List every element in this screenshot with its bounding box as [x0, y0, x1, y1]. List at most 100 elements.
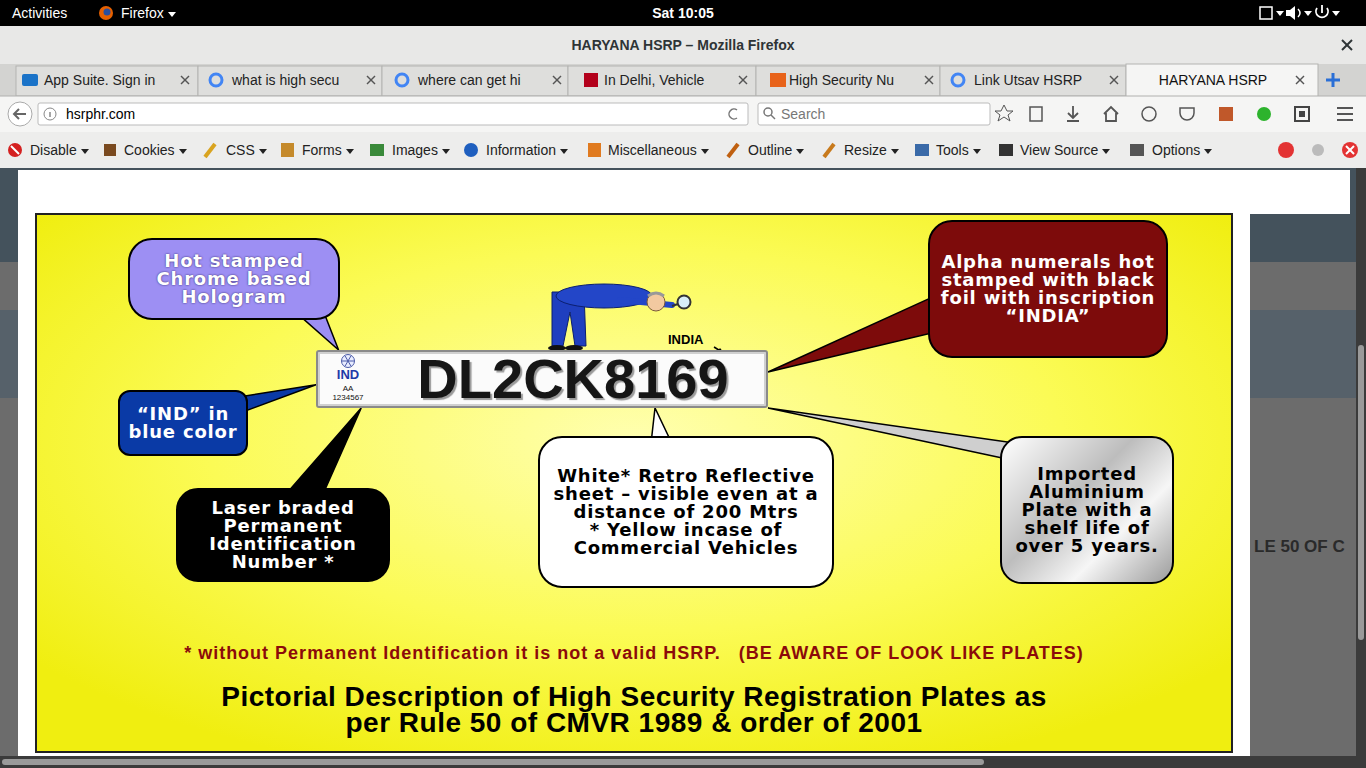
- sheet-callout: White* Retro Reflective sheet – visible …: [538, 436, 834, 588]
- toolbar-menu: Disable: [30, 141, 89, 159]
- scrollbars-part: [2, 759, 984, 765]
- top-bar-part: [1260, 7, 1272, 19]
- plate-code: AA: [328, 385, 368, 393]
- callout-text: Alpha numerals hot stamped with black fo…: [938, 253, 1158, 325]
- tab-strip-part-part: [181, 76, 189, 84]
- tab-strip-part-part: [739, 76, 747, 84]
- hologram-symbol: [336, 353, 360, 369]
- tab-title: App Suite. Sign in: [44, 71, 155, 89]
- scrollbars-part: [1358, 345, 1364, 640]
- developer-toolbar-part: [11, 146, 19, 154]
- navigation-bar-part: [49, 112, 51, 117]
- tab-strip-part-part: [739, 76, 747, 84]
- inspector-figure-part: [672, 304, 678, 306]
- search-placeholder: Search: [781, 105, 825, 123]
- developer-toolbar-part: [728, 144, 738, 157]
- inspector-figure-part: [678, 296, 691, 309]
- registration-number: DL2CK8169: [384, 352, 762, 406]
- inspector-figure-part: [647, 293, 665, 311]
- ind-callout: “IND” in blue color: [118, 390, 248, 456]
- callout-text: White* Retro Reflective sheet – visible …: [548, 467, 824, 521]
- scrollbars-part: [1356, 168, 1366, 756]
- navigation-bar-part: [1142, 107, 1156, 121]
- tab-strip-part: [396, 74, 408, 86]
- developer-toolbar-part: [370, 144, 384, 156]
- navigation-bar-part: [1257, 107, 1271, 121]
- navigation-bar-part: [1067, 106, 1079, 121]
- tab-strip-part: [770, 73, 786, 87]
- toolbar-menu: Forms: [302, 141, 354, 159]
- tab-strip-part-part: [181, 76, 189, 84]
- toolbar-menu: Options: [1152, 141, 1212, 159]
- navigation-bar-part: [0, 96, 1366, 132]
- hologram-symbol-part: [342, 355, 355, 368]
- navigation-bar-part: [1180, 108, 1194, 120]
- top-bar-part: [1321, 5, 1323, 13]
- tab-strip-part-part: [367, 76, 375, 84]
- navigation-bar-part: [38, 103, 748, 125]
- tab-strip-part-part: [367, 76, 375, 84]
- clock: Sat 10:05: [583, 4, 783, 22]
- tab-strip-part: [0, 64, 1366, 96]
- tab-strip-part: [568, 66, 756, 96]
- developer-toolbar-part: [104, 144, 116, 156]
- tab-strip-part: [181, 76, 1304, 84]
- title-bar-part: [1342, 40, 1352, 50]
- callout-text: Imported Aluminium Plate with a shelf li…: [1010, 465, 1164, 555]
- developer-toolbar-part: [824, 144, 834, 157]
- title-bar-part: [1342, 40, 1352, 50]
- tab-title: where can get hi: [418, 71, 521, 89]
- top-bar-part: [0, 0, 1366, 26]
- tab-strip-part: [210, 74, 222, 86]
- hologram-symbol-part: [348, 361, 354, 362]
- navigation-bar-part: [729, 109, 737, 119]
- top-bar-part: [1332, 11, 1340, 16]
- hologram-callout: Hot stamped Chrome based Hologram: [128, 238, 340, 320]
- validity-note: * without Permanent Identification it is…: [36, 644, 1232, 662]
- tab-strip-part-part: [1110, 76, 1118, 84]
- aluminium-callout: Imported Aluminium Plate with a shelf li…: [1000, 436, 1174, 584]
- window-title: HARYANA HSRP – Mozilla Firefox: [433, 36, 933, 54]
- toolbar-menu: Outline: [748, 141, 804, 159]
- developer-toolbar-part: [1346, 146, 1354, 154]
- toolbar-menu: Images: [392, 141, 450, 159]
- hologram-symbol-part: [342, 361, 348, 362]
- top-bar-part: [104, 9, 111, 16]
- navigation-bar-part: [771, 115, 775, 119]
- developer-toolbar-part: [1278, 142, 1294, 158]
- inscription-label: INDIA: [668, 331, 703, 349]
- page-backdrop: [0, 168, 1366, 756]
- tab-strip-part-part: [553, 76, 561, 84]
- tab-title: In Delhi, Vehicle: [604, 71, 704, 89]
- navigation-bar-part: [14, 109, 26, 119]
- yellow-panel: [36, 214, 1232, 752]
- developer-toolbar: [0, 132, 1366, 168]
- developer-toolbar-part: [588, 143, 601, 157]
- scrollbars: [0, 168, 1366, 768]
- top-bar-part: [1276, 11, 1284, 16]
- tab-strip-part: [1332, 73, 1335, 87]
- country-code: IND: [328, 368, 368, 381]
- tab-title: what is high secu: [232, 71, 339, 89]
- toolbar-menu: Cookies: [124, 141, 187, 159]
- hologram-symbol-part: [345, 361, 348, 366]
- title-bar-part: [0, 26, 1366, 64]
- title-bar: [0, 26, 1366, 64]
- page-backdrop-part: [0, 168, 1366, 756]
- tab-strip: [0, 64, 1366, 97]
- toolbar-menu: Information: [486, 141, 568, 159]
- developer-toolbar-part: [464, 143, 478, 157]
- hologram-symbol-part: [345, 356, 348, 361]
- tab-strip-part: [22, 74, 38, 86]
- tab-strip-part: [382, 66, 568, 96]
- app-menu: Firefox: [121, 4, 176, 22]
- license-plate: INDAA1234567DL2CK8169: [316, 350, 768, 408]
- laser-callout: Laser braded Permanent Identification Nu…: [176, 488, 390, 582]
- tab-strip-part: [16, 66, 198, 96]
- top-bar-part: [1298, 9, 1300, 17]
- developer-toolbar-part: [1346, 146, 1354, 154]
- navigation-bar: [0, 96, 1366, 132]
- toolbar-menu: CSS: [226, 141, 267, 159]
- page-backdrop-part: [18, 214, 1250, 756]
- tab-title: Link Utsav HSRP: [974, 71, 1082, 89]
